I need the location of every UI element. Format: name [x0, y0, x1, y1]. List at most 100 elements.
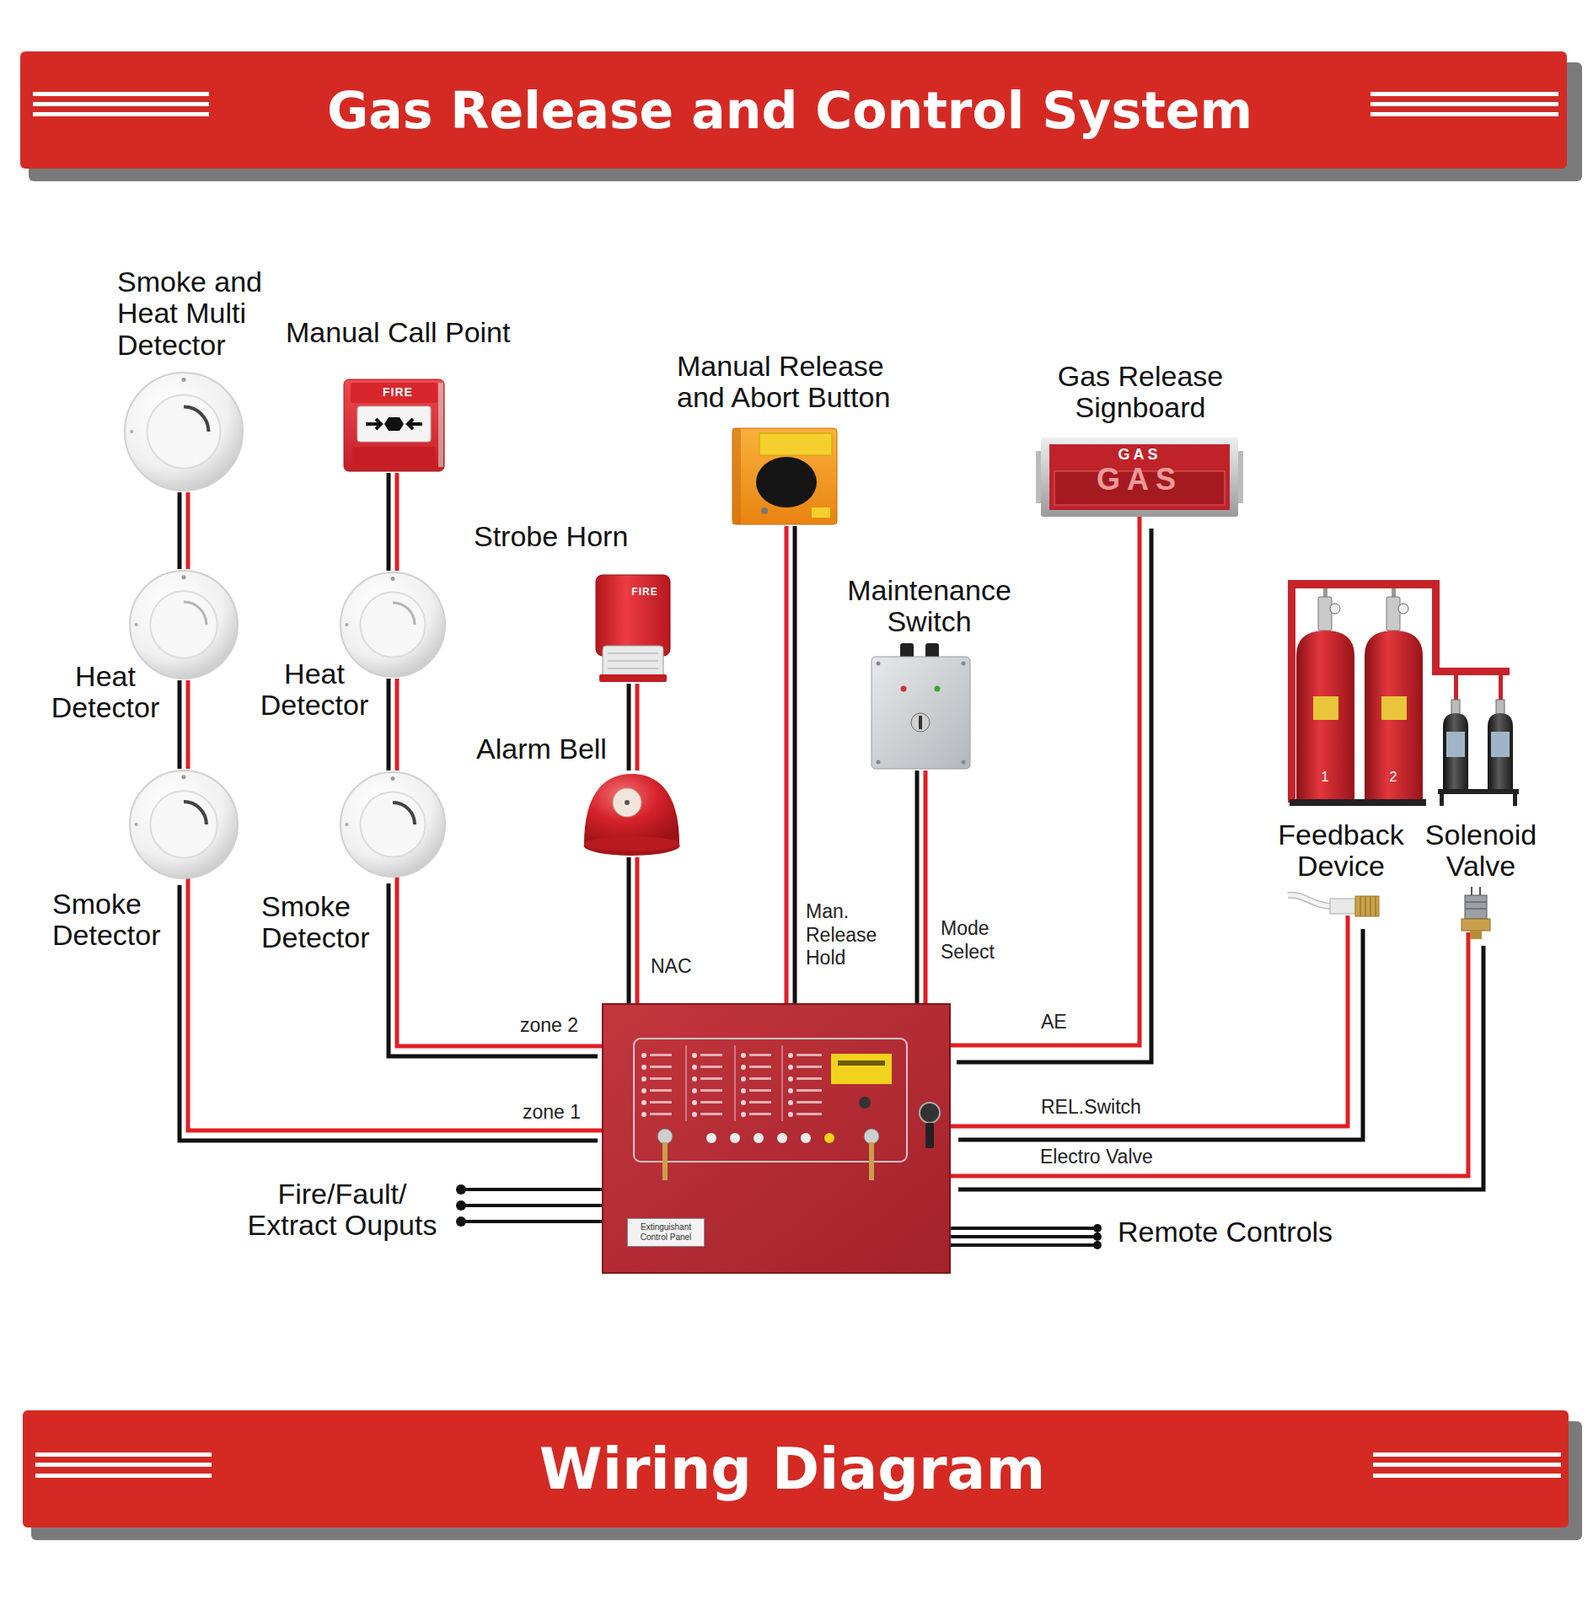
- svg-rect: [1318, 596, 1332, 631]
- black-wire: [386, 678, 392, 771]
- red-wire: [923, 770, 928, 1003]
- svg-rect: [1289, 799, 1427, 806]
- wire-pair: [388, 873, 607, 1057]
- smoke-detector-icon: [128, 768, 240, 880]
- cylinder-number: 2: [1389, 769, 1398, 785]
- svg-circle: [657, 1128, 673, 1144]
- cylinder-bank: [1287, 579, 1519, 806]
- svg-circle: [740, 1064, 746, 1070]
- device-label: Smoke and Heat Multi Detector: [117, 266, 295, 361]
- svg-rect: [700, 1053, 723, 1057]
- svg-circle: [344, 622, 349, 627]
- svg-rect: [633, 1038, 907, 1162]
- red-wire: [784, 525, 789, 1003]
- label-holder: Gas Release Signboard: [1039, 360, 1242, 424]
- svg-rect: [1464, 895, 1487, 919]
- wire-pair: [628, 683, 638, 771]
- svg-rect: [32, 91, 210, 97]
- svg-rect: [22, 1410, 1569, 1528]
- svg-rect: [1313, 696, 1339, 720]
- wire-label-holder: Mode Select: [940, 917, 1021, 964]
- caption-holder: Wiring Diagram: [211, 1410, 1374, 1528]
- red-wire: [635, 857, 640, 1003]
- svg-rect: [796, 1077, 822, 1080]
- svg-circle: [788, 1076, 794, 1082]
- svg-path: [1464, 901, 1487, 909]
- name-plate: Extinguishant Control Panel: [627, 1217, 705, 1247]
- svg-rect: [1040, 437, 1239, 517]
- svg-circle: [134, 822, 139, 826]
- device-label: Feedback Device: [1269, 819, 1413, 883]
- svg-circle: [706, 1132, 717, 1143]
- device-marking: FIRE: [631, 586, 658, 598]
- device-label: Solenoid Valve: [1419, 819, 1543, 883]
- svg-circle: [961, 661, 966, 666]
- feedback-device-icon: [1287, 890, 1386, 923]
- svg-path: [183, 407, 209, 432]
- svg-rect: [759, 433, 832, 456]
- signal-name: Mode Select: [940, 917, 1021, 964]
- smoke-detector: Smoke Detector: [128, 768, 240, 880]
- svg-rect: [1498, 672, 1503, 702]
- sign-marking: GAS: [1096, 462, 1183, 497]
- svg-circle: [124, 372, 243, 491]
- svg-circle: [1330, 603, 1341, 614]
- device-label: Strobe Horn: [473, 520, 643, 553]
- red-wire: [186, 680, 191, 769]
- caption-text: Wiring Diagram: [539, 1435, 1046, 1502]
- wire-label-holder: zone 2: [520, 1013, 579, 1038]
- wire-label-holder: NAC: [650, 954, 692, 979]
- svg-circle: [761, 507, 768, 515]
- svg-rect: [1381, 696, 1407, 720]
- black-wire: [627, 683, 632, 771]
- svg-circle: [691, 1076, 698, 1082]
- svg-circle: [740, 1111, 746, 1117]
- svg-rect: [749, 1088, 772, 1092]
- svg-circle: [134, 622, 139, 627]
- svg-rect: [1049, 444, 1230, 510]
- svg-rect: [595, 574, 671, 656]
- signal-name: Man. Release Hold: [805, 900, 891, 971]
- svg-circle: [455, 1216, 467, 1227]
- svg-rect: [649, 1088, 672, 1092]
- label-holder: Heat Detector: [251, 658, 378, 722]
- svg-rect: [1373, 1452, 1561, 1457]
- svg-rect: [35, 1462, 212, 1467]
- output-label-holder: Fire/Fault/ Extract Ouputs: [236, 1178, 448, 1242]
- svg-circle: [1093, 1232, 1102, 1241]
- svg-rect: [438, 382, 444, 467]
- svg-circle: [788, 1052, 794, 1058]
- red-wire: [395, 472, 400, 571]
- svg-circle: [641, 1111, 647, 1117]
- cylinder-number-holder: 2: [1389, 769, 1398, 785]
- svg-circle: [182, 774, 187, 779]
- svg-circle: [391, 776, 396, 781]
- wire-label-holder: REL.Switch: [1040, 1095, 1142, 1120]
- svg-circle: [641, 1064, 647, 1070]
- svg-rect: [1355, 895, 1379, 917]
- device-label: Gas Release Signboard: [1039, 360, 1242, 424]
- svg-rect: [749, 1053, 772, 1057]
- svg-rect: [796, 1088, 822, 1092]
- svg-rect: [599, 674, 667, 682]
- svg-rect: [1370, 91, 1559, 97]
- signal-name: zone 2: [520, 1013, 579, 1038]
- maintenance-switch-icon: [869, 643, 972, 771]
- svg-circle: [182, 574, 187, 580]
- svg-line: [949, 1243, 1098, 1247]
- svg-rect: [32, 101, 210, 107]
- label-holder: Smoke Detector: [52, 888, 175, 952]
- svg-rect: [700, 1077, 723, 1080]
- svg-circle: [740, 1099, 746, 1105]
- solenoid-valve: Solenoid Valve: [1454, 886, 1497, 939]
- signal-name: Electro Valve: [1040, 1145, 1154, 1170]
- cylinder-number-holder: 1: [1321, 769, 1330, 785]
- svg-path: [392, 802, 415, 825]
- svg-line: [461, 1203, 604, 1207]
- svg-circle: [624, 799, 630, 805]
- svg-rect: [1437, 788, 1519, 794]
- device-label: Smoke Detector: [52, 888, 175, 952]
- svg-rect: [649, 1112, 672, 1116]
- maintenance-switch: Maintenance Switch: [869, 643, 972, 771]
- svg-rect: [662, 1142, 668, 1180]
